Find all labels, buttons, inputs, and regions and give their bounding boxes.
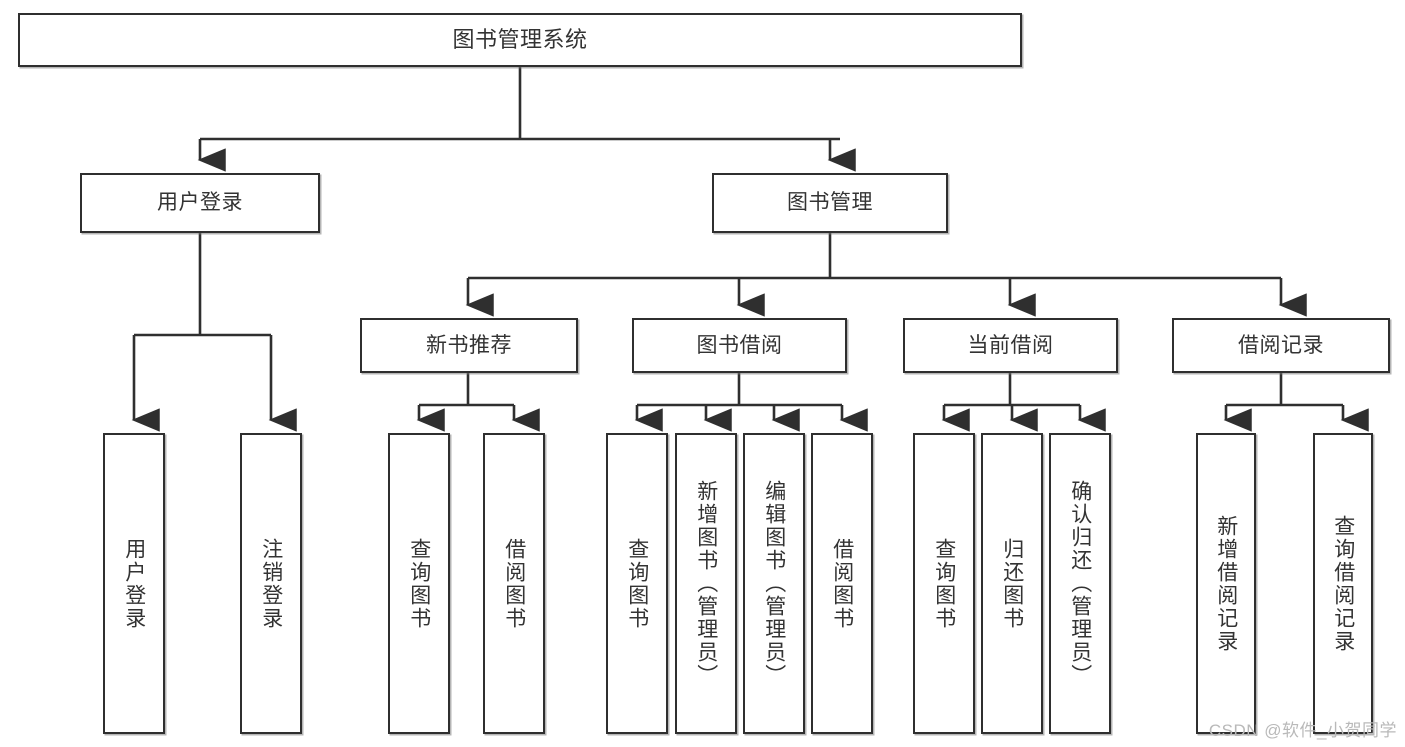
node-leaf-add-record[interactable]: 新增借阅记录	[1196, 433, 1256, 734]
node-leaf-query-book-3-label: 查询图书	[932, 537, 956, 630]
node-leaf-borrow-book-1-label: 借阅图书	[502, 537, 526, 630]
node-leaf-user-login-label: 用户登录	[122, 537, 146, 630]
node-root-label: 图书管理系统	[452, 26, 588, 52]
node-leaf-add-book[interactable]: 新增图书（管理员）	[675, 433, 737, 734]
node-current-borrow-label: 当前借阅	[967, 333, 1054, 357]
node-leaf-query-book-1-label: 查询图书	[407, 537, 431, 630]
node-user-login-label: 用户登录	[157, 191, 243, 215]
node-leaf-confirm-return-label: 确认归还（管理员）	[1068, 480, 1092, 687]
node-book-borrow-label: 图书借阅	[696, 333, 783, 357]
node-leaf-query-book-2-label: 查询图书	[625, 537, 649, 630]
node-leaf-add-record-label: 新增借阅记录	[1214, 514, 1238, 653]
node-leaf-logout-label: 注销登录	[259, 537, 283, 630]
node-root[interactable]: 图书管理系统	[18, 13, 1022, 67]
node-leaf-query-book-2[interactable]: 查询图书	[606, 433, 668, 734]
node-leaf-query-book-3[interactable]: 查询图书	[913, 433, 975, 734]
node-leaf-user-login[interactable]: 用户登录	[103, 433, 165, 734]
node-leaf-query-record-label: 查询借阅记录	[1331, 514, 1355, 653]
node-current-borrow[interactable]: 当前借阅	[903, 318, 1118, 373]
node-leaf-query-record[interactable]: 查询借阅记录	[1313, 433, 1373, 734]
node-borrow-record[interactable]: 借阅记录	[1172, 318, 1390, 373]
node-leaf-borrow-book-2[interactable]: 借阅图书	[811, 433, 873, 734]
node-leaf-return-book[interactable]: 归还图书	[981, 433, 1043, 734]
node-leaf-add-book-label: 新增图书（管理员）	[694, 480, 718, 687]
node-leaf-query-book-1[interactable]: 查询图书	[388, 433, 450, 734]
node-book-borrow[interactable]: 图书借阅	[632, 318, 847, 373]
node-book-manage-label: 图书管理	[787, 191, 873, 215]
node-borrow-record-label: 借阅记录	[1238, 333, 1324, 357]
node-leaf-edit-book[interactable]: 编辑图书（管理员）	[743, 433, 805, 734]
node-leaf-borrow-book-2-label: 借阅图书	[830, 537, 854, 630]
node-leaf-confirm-return[interactable]: 确认归还（管理员）	[1049, 433, 1111, 734]
watermark: CSDN @软件_小贺同学	[1208, 721, 1397, 740]
node-leaf-edit-book-label: 编辑图书（管理员）	[762, 480, 786, 687]
node-user-login[interactable]: 用户登录	[80, 173, 320, 233]
node-book-manage[interactable]: 图书管理	[712, 173, 948, 233]
node-new-book-recommend[interactable]: 新书推荐	[360, 318, 578, 373]
node-leaf-borrow-book-1[interactable]: 借阅图书	[483, 433, 545, 734]
node-new-book-recommend-label: 新书推荐	[426, 333, 512, 357]
node-leaf-logout[interactable]: 注销登录	[240, 433, 302, 734]
node-leaf-return-book-label: 归还图书	[1000, 537, 1024, 630]
